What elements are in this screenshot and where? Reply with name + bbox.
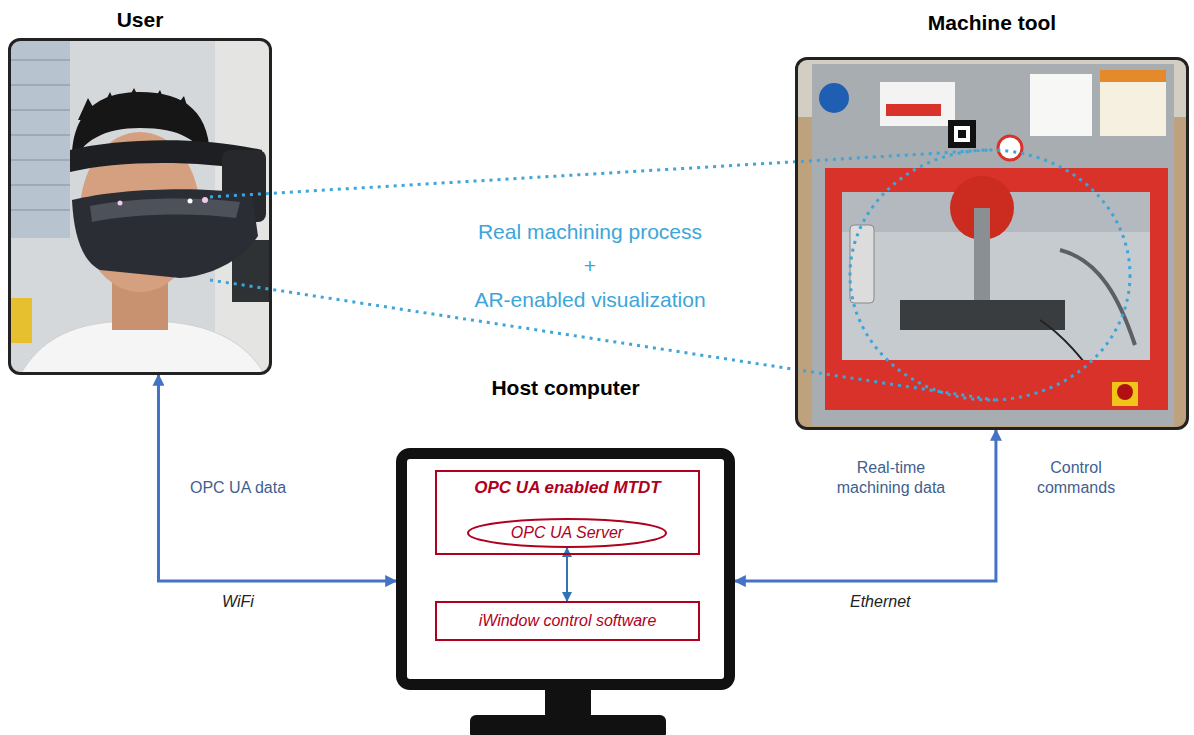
node-heading: Machine tool xyxy=(738,11,1194,35)
control-software-box: iWindow control software xyxy=(435,601,700,641)
sensor-dot xyxy=(188,199,193,204)
sight-line xyxy=(210,150,990,197)
yellow-bin xyxy=(9,298,32,343)
cable xyxy=(1060,250,1135,345)
red-frame-bottom xyxy=(825,360,1168,410)
monitor-neck xyxy=(545,688,591,718)
host-monitor: Host computerOPC UA enabled MTDTOPC UA S… xyxy=(396,448,735,690)
annotation-label: Control commands xyxy=(1028,458,1124,498)
machine-cabinet xyxy=(812,64,1174,426)
user-photo: User xyxy=(8,38,272,375)
node-label: OPC UA enabled MTDT xyxy=(437,478,698,498)
node-label: OPC UA Server xyxy=(467,524,667,542)
cardboard-background xyxy=(796,58,1188,429)
hair-spikes xyxy=(78,88,192,122)
annotation-label: Real machining process xyxy=(440,219,740,245)
visor-gloss xyxy=(90,199,240,222)
ar-marker xyxy=(948,120,976,148)
edge-label: OPC UA data xyxy=(190,478,320,498)
notice-sign xyxy=(1100,70,1166,136)
monitor-base xyxy=(470,715,666,735)
server-ellipse: OPC UA Server xyxy=(467,518,667,548)
ar-marker-core xyxy=(958,130,966,138)
node-label: iWindow control software xyxy=(437,612,698,630)
user-photo-art xyxy=(9,39,271,374)
blind-slats xyxy=(9,60,70,210)
ar-marker-inner xyxy=(954,126,970,142)
sensor-dot xyxy=(202,197,208,203)
tool-cylinder xyxy=(850,225,874,303)
machine-photo-art xyxy=(796,58,1188,429)
safety-sign-blue xyxy=(819,83,849,113)
brand-stripe xyxy=(886,104,941,116)
node-heading: User xyxy=(0,8,329,32)
machine-table xyxy=(900,300,1065,330)
annotation-label: WiFi xyxy=(222,592,302,612)
emergency-button xyxy=(1117,384,1133,400)
emergency-box xyxy=(1112,382,1138,406)
focus-ellipse xyxy=(850,150,1130,400)
mtdt-box: OPC UA enabled MTDT OPC UA Server xyxy=(435,470,700,555)
connector-arrow xyxy=(735,430,996,581)
annotation-label: + xyxy=(440,253,740,279)
machine-photo: Machine tool xyxy=(795,57,1189,430)
connector-arrow xyxy=(566,548,568,601)
sight-line xyxy=(210,280,995,400)
sensor-dot xyxy=(118,201,123,206)
annotation-label: Ethernet xyxy=(850,592,950,612)
edge-label: Real-time machining data xyxy=(828,458,954,498)
spindle xyxy=(974,208,990,300)
warning-sign xyxy=(998,136,1022,160)
machine-plate xyxy=(880,82,955,126)
notice-header xyxy=(1100,70,1166,82)
node-heading: Host computer xyxy=(347,376,784,400)
window-blind xyxy=(9,39,70,238)
headset-visor xyxy=(72,189,258,278)
office-wall xyxy=(9,39,271,374)
paper-notice xyxy=(1030,74,1092,136)
ellipse-shape xyxy=(468,519,666,547)
annotation-label: AR-enabled visualization xyxy=(440,287,740,313)
connector-arrow xyxy=(158,375,396,581)
